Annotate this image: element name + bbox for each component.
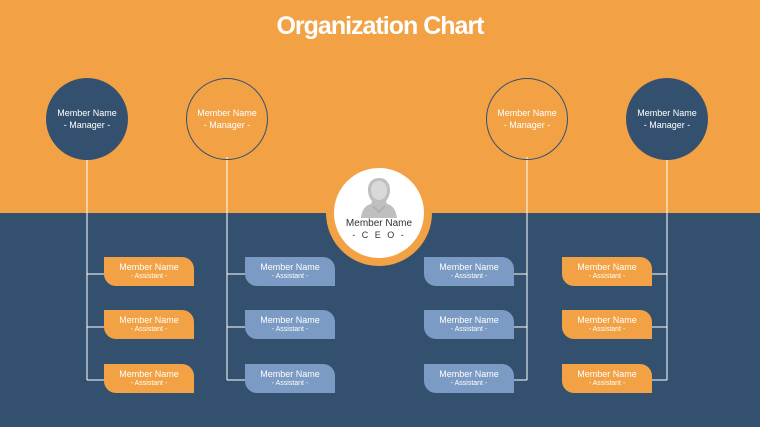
assistant-name: Member Name <box>439 315 499 325</box>
assistant-box: Member Name - Assistant - <box>424 364 514 393</box>
manager-name: Member Name <box>637 108 697 118</box>
assistant-box: Member Name - Assistant - <box>562 364 652 393</box>
assistant-role: - Assistant - <box>130 273 168 280</box>
manager-name: Member Name <box>197 108 257 118</box>
assistant-name: Member Name <box>119 315 179 325</box>
assistant-role: - Assistant - <box>450 380 488 387</box>
assistant-role: - Assistant - <box>271 326 309 333</box>
assistant-name: Member Name <box>260 262 320 272</box>
assistant-role: - Assistant - <box>130 380 168 387</box>
assistant-box: Member Name - Assistant - <box>245 364 335 393</box>
assistant-box: Member Name - Assistant - <box>245 257 335 286</box>
ceo-node: Member Name - C E O - <box>334 168 424 258</box>
manager-node-1: Member Name - Manager - <box>46 78 128 160</box>
assistant-name: Member Name <box>119 369 179 379</box>
assistant-name: Member Name <box>577 262 637 272</box>
assistant-name: Member Name <box>260 369 320 379</box>
assistant-box: Member Name - Assistant - <box>562 310 652 339</box>
assistant-box: Member Name - Assistant - <box>104 310 194 339</box>
assistant-role: - Assistant - <box>450 273 488 280</box>
manager-role: - Manager - <box>503 120 551 130</box>
manager-node-4: Member Name - Manager - <box>626 78 708 160</box>
assistant-role: - Assistant - <box>130 326 168 333</box>
assistant-name: Member Name <box>260 315 320 325</box>
manager-role: - Manager - <box>643 120 691 130</box>
person-avatar-icon <box>358 174 400 218</box>
manager-name: Member Name <box>497 108 557 118</box>
assistant-name: Member Name <box>577 369 637 379</box>
ceo-name: Member Name <box>345 218 413 229</box>
assistant-role: - Assistant - <box>588 273 626 280</box>
manager-name: Member Name <box>57 108 117 118</box>
assistant-role: - Assistant - <box>588 380 626 387</box>
manager-node-2: Member Name - Manager - <box>186 78 268 160</box>
assistant-box: Member Name - Assistant - <box>104 257 194 286</box>
assistant-box: Member Name - Assistant - <box>424 310 514 339</box>
assistant-name: Member Name <box>439 369 499 379</box>
assistant-box: Member Name - Assistant - <box>245 310 335 339</box>
assistant-name: Member Name <box>119 262 179 272</box>
assistant-name: Member Name <box>577 315 637 325</box>
assistant-role: - Assistant - <box>450 326 488 333</box>
assistant-box: Member Name - Assistant - <box>562 257 652 286</box>
manager-node-3: Member Name - Manager - <box>486 78 568 160</box>
manager-role: - Manager - <box>63 120 111 130</box>
assistant-box: Member Name - Assistant - <box>104 364 194 393</box>
manager-role: - Manager - <box>203 120 251 130</box>
assistant-role: - Assistant - <box>271 273 309 280</box>
assistant-name: Member Name <box>439 262 499 272</box>
assistant-role: - Assistant - <box>271 380 309 387</box>
assistant-box: Member Name - Assistant - <box>424 257 514 286</box>
assistant-role: - Assistant - <box>588 326 626 333</box>
page-title: Organization Chart <box>276 12 484 40</box>
ceo-role: - C E O - <box>352 230 406 240</box>
